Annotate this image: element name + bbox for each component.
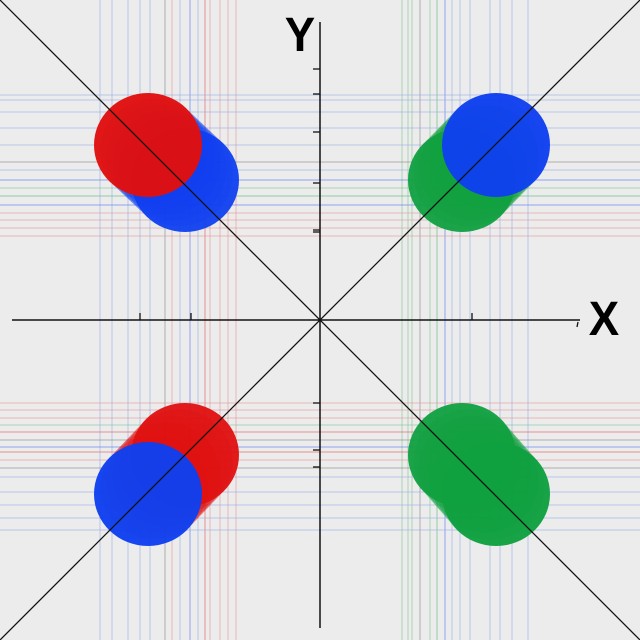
cylinder-disc — [94, 93, 202, 197]
y-axis-ticks — [313, 68, 320, 468]
cylinder-disc — [442, 442, 550, 546]
y-axis-label: Y — [284, 9, 316, 62]
x-axis-ticks — [139, 313, 579, 328]
cylinder-disc — [94, 442, 202, 546]
x-axis-label: X — [588, 293, 620, 346]
